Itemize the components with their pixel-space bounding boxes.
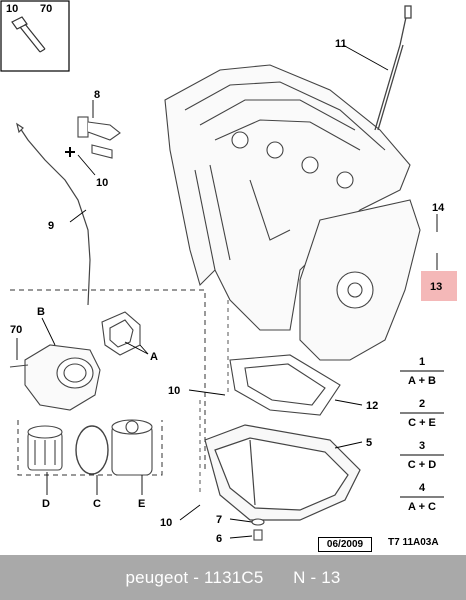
footer-bar: peugeot - 1131C5 N - 13 (0, 555, 466, 600)
callout-9: 9 (48, 220, 54, 232)
callout-10-top: 10 (6, 3, 18, 15)
callout-6: 6 (216, 533, 222, 545)
dipstick (16, 122, 91, 306)
exploded-parts-diagram: 10 70 (0, 0, 457, 545)
callout-5: 5 (366, 437, 372, 449)
callout-12: 12 (366, 400, 378, 412)
legend-pair-3: C + D (408, 459, 436, 471)
diagram-ref-code: T7 11A03A (388, 537, 439, 548)
callout-14: 14 (432, 202, 445, 214)
bolt-inset: 10 70 (0, 0, 70, 72)
footer-brand: peugeot (125, 567, 189, 587)
callout-e: E (138, 498, 145, 510)
filter-element (27, 425, 63, 471)
callout-b: B (37, 306, 45, 318)
drain-plug (251, 518, 265, 541)
legend-num-2: 2 (419, 398, 425, 410)
leader-lines (16, 44, 438, 539)
kit-legend: 1 A + B 2 C + E 3 C + D 4 A + C (400, 356, 444, 513)
footer-part-number: 1131C5 (204, 567, 264, 587)
legend-num-4: 4 (419, 482, 426, 494)
sensor (65, 116, 121, 159)
engine-block (164, 64, 421, 361)
legend-pair-2: C + E (408, 417, 436, 429)
callout-c: C (93, 498, 101, 510)
callout-70-top: 70 (40, 3, 52, 15)
filter-group-bracket (10, 289, 206, 476)
highlight-13 (421, 271, 457, 301)
oil-filter-housing (9, 344, 101, 411)
callout-d: D (42, 498, 50, 510)
callout-10-bottom: 10 (160, 517, 172, 529)
callout-8: 8 (94, 89, 100, 101)
oil-pan (204, 424, 361, 521)
legend-pair-4: A + C (408, 501, 436, 513)
callout-70-left: 70 (10, 324, 22, 336)
callout-10-mid: 10 (168, 385, 180, 397)
legend-pair-1: A + B (408, 375, 436, 387)
diagram-date: 06/2009 (318, 537, 372, 552)
dipstick-tube (374, 5, 412, 131)
legend-num-3: 3 (419, 440, 425, 452)
callout-a: A (150, 351, 158, 363)
callout-7: 7 (216, 514, 222, 526)
callout-11: 11 (335, 38, 347, 50)
oil-pan-gasket (229, 354, 341, 416)
gasket-a (101, 311, 141, 356)
callout-10-sensor: 10 (96, 177, 108, 189)
legend-num-1: 1 (419, 356, 425, 368)
filter-cap (111, 419, 153, 476)
footer-position: N - 13 (293, 567, 341, 587)
o-ring (75, 425, 109, 475)
callout-13: 13 (430, 281, 442, 293)
